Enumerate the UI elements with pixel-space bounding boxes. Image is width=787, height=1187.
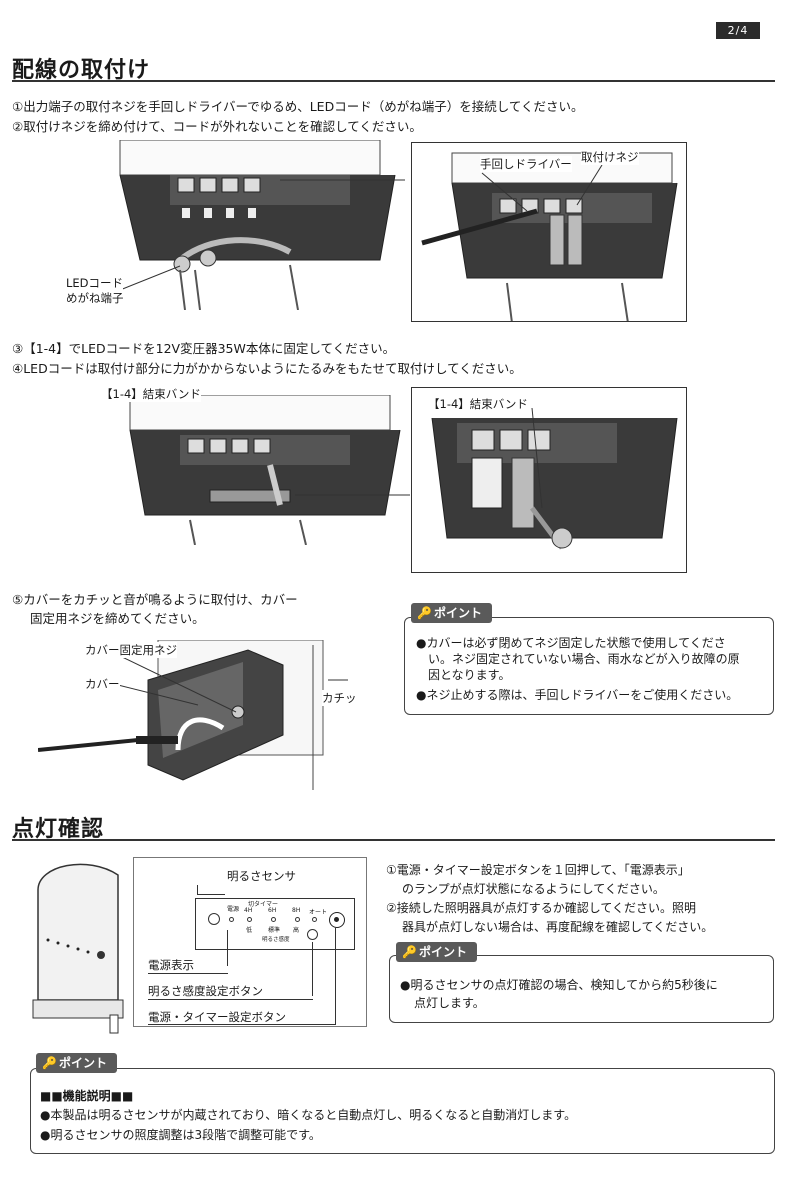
point-tag-2: 🔑ポイント: [396, 942, 477, 962]
label-eyeglass-terminal: めがね端子: [66, 290, 124, 306]
led-icon: [312, 917, 317, 922]
panel-power-text: 電源: [227, 906, 240, 913]
leader-sensor: [197, 885, 225, 895]
point-3-bullet-2: ●明るさセンサの照度調整は3段階で調整可能です。: [40, 1128, 321, 1142]
label-mounting-screw: 取付けネジ: [581, 149, 639, 165]
section-title-lighting: 点灯確認: [12, 817, 105, 842]
section-rule: [12, 80, 775, 82]
panel-8h-text: 8H: [292, 907, 301, 914]
section-rule-2: [12, 839, 775, 841]
step-1-text: ①出力端子の取付ネジを手回しドライバーでゆるめ、LEDコード（めがね端子）を接続…: [12, 99, 584, 114]
panel-low-text: 低: [246, 927, 253, 934]
underline-power-display: [148, 973, 228, 974]
label-cable-tie: 【1-4】結束バンド: [101, 386, 201, 402]
brightness-sensor-icon: [208, 913, 220, 925]
key-icon: 🔑: [402, 945, 417, 959]
point-1-bullet-1-line-3: 因となります。: [428, 668, 511, 682]
sensitivity-button[interactable]: [307, 929, 318, 940]
point-box-1: [404, 617, 774, 715]
label-hand-driver: 手回しドライバー: [480, 156, 572, 172]
panel-std-text: 標準: [268, 927, 281, 934]
led-icon: [247, 917, 252, 922]
panel-6h-text: 6H: [268, 907, 277, 914]
control-panel: 電源 切タイマー 4H 6H 8H オート 低 標準 高 明るさ感度: [195, 898, 355, 950]
page-number: 2/4: [716, 22, 760, 39]
point-1-bullet-1-line-1: ●カバーは必ず閉めてネジ固定した状態で使用してくださ: [416, 636, 726, 650]
step-4-text: ④LEDコードは取付け部分に力がかからないようにたるみをもたせて取付けしてくださ…: [12, 361, 522, 376]
power-led-icon: [229, 917, 234, 922]
button-dot-icon: [334, 917, 339, 922]
panel-auto-text: オート: [309, 909, 328, 916]
underline-sensitivity: [148, 999, 313, 1000]
label-cable-tie-zoom: 【1-4】結束バンド: [428, 396, 528, 412]
label-brightness-sensor: 明るさセンサ: [227, 868, 296, 884]
point-2-line-2: 点灯します。: [414, 996, 485, 1010]
label-power-display: 電源表示: [148, 957, 194, 973]
point-tag-1: 🔑ポイント: [411, 603, 492, 623]
lighting-step-2-line-2: 器具が点灯しない場合は、再度配線を確認してください。: [402, 920, 714, 934]
panel-sensitivity-text: 明るさ感度: [262, 937, 290, 943]
point-3-heading: ■■機能説明■■: [40, 1089, 134, 1103]
underline-timer: [148, 1024, 336, 1025]
lighting-step-1-line-1: ①電源・タイマー設定ボタンを１回押して、「電源表示」: [386, 863, 690, 877]
wiring-figure-1: [60, 139, 410, 311]
zoom-box-2: [411, 387, 687, 573]
wiring-figure-2: [120, 394, 410, 546]
key-icon: 🔑: [42, 1056, 57, 1070]
point-1-bullet-2: ●ネジ止めする際は、手回しドライバーをご使用ください。: [416, 688, 739, 702]
point-box-3: [30, 1068, 775, 1154]
panel-high-text: 高: [293, 927, 300, 934]
label-sensitivity-button: 明るさ感度設定ボタン: [148, 983, 263, 999]
label-cover: カバー: [85, 676, 120, 692]
led-icon: [271, 917, 276, 922]
label-click: カチッ: [322, 690, 357, 706]
label-cover-screw: カバー固定用ネジ: [85, 642, 177, 658]
point-tag-3: 🔑ポイント: [36, 1053, 117, 1073]
device-illustration: [18, 855, 133, 1035]
lighting-step-2-line-1: ②接続した照明器具が点灯するか確認してください。照明: [386, 901, 697, 915]
leader-power-display: [227, 930, 228, 966]
leader-timer: [335, 928, 336, 1024]
step-2-text: ②取付けネジを締め付けて、コードが外れないことを確認してください。: [12, 119, 422, 134]
lighting-step-1-line-2: のランプが点灯状態になるようにしてください。: [402, 882, 665, 896]
label-led-cord: LEDコード: [66, 275, 124, 291]
label-timer-button: 電源・タイマー設定ボタン: [148, 1009, 286, 1025]
point-1-bullet-1-line-2: い。ネジ固定されていない場合、雨水などが入り故障の原: [428, 652, 740, 666]
section-title-wiring: 配線の取付け: [12, 58, 151, 83]
point-box-2: [389, 955, 774, 1023]
step-3-text: ③【1-4】でLEDコードを12V変圧器35W本体に固定してください。: [12, 341, 396, 356]
step-5-text: ⑤カバーをカチッと音が鳴るように取付け、カバー: [12, 592, 298, 607]
leader-sensitivity: [312, 942, 313, 996]
key-icon: 🔑: [417, 606, 432, 620]
wiring-figure-3: [37, 639, 383, 790]
panel-4h-text: 4H: [244, 907, 253, 914]
power-timer-button[interactable]: [329, 912, 345, 928]
led-icon: [295, 917, 300, 922]
step-5-text-cont: 固定用ネジを締めてください。: [30, 611, 205, 626]
panel-timer-text: 切タイマー: [248, 901, 279, 908]
point-3-bullet-1: ●本製品は明るさセンサが内蔵されており、暗くなると自動点灯し、明るくなると自動消…: [40, 1108, 577, 1122]
point-2-line-1: ●明るさセンサの点灯確認の場合、検知してから約5秒後に: [400, 978, 718, 992]
